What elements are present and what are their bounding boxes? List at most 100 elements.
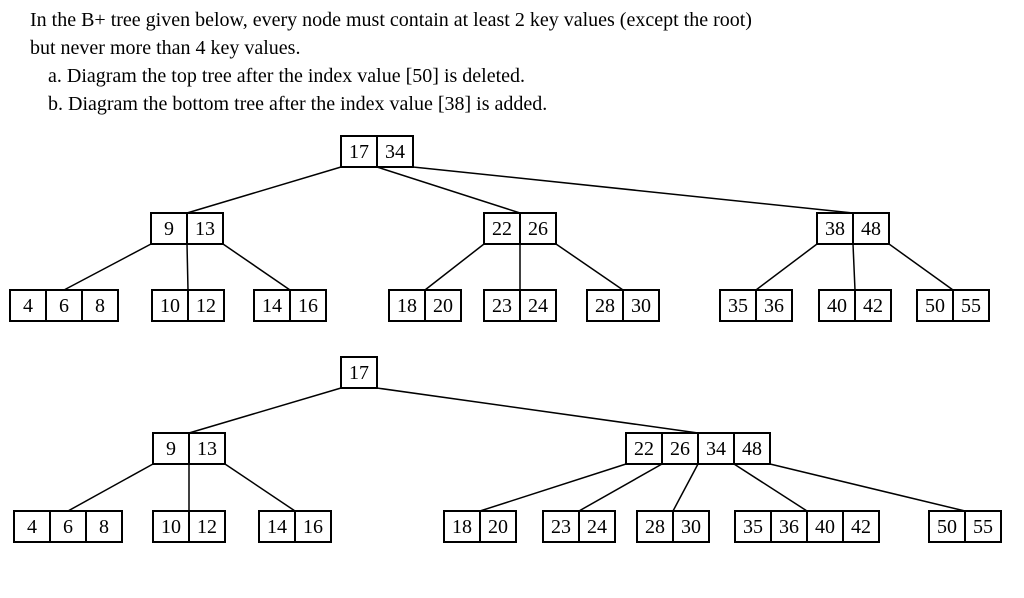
tree-edge xyxy=(578,463,663,512)
key-cell xyxy=(9,289,47,322)
key-cell xyxy=(424,289,462,322)
key-cell xyxy=(672,510,710,543)
key-value: 6 xyxy=(63,516,73,538)
tree-edges xyxy=(63,166,954,291)
key-cell xyxy=(622,289,660,322)
key-cell xyxy=(258,510,296,543)
key-value: 28 xyxy=(595,295,615,317)
key-cell xyxy=(483,212,521,245)
key-value: 16 xyxy=(303,516,323,538)
key-value: 55 xyxy=(961,295,981,317)
leaf-node: 14 16 xyxy=(258,510,332,543)
key-value: 35 xyxy=(743,516,763,538)
key-value: 12 xyxy=(196,295,216,317)
key-cell xyxy=(443,510,481,543)
key-cell xyxy=(85,510,123,543)
key-cell xyxy=(289,289,327,322)
key-value: 13 xyxy=(195,218,215,240)
root-node: 17 xyxy=(340,356,378,389)
key-cell xyxy=(483,289,521,322)
key-cell xyxy=(733,432,771,465)
key-value: 26 xyxy=(670,438,690,460)
tree-edge xyxy=(888,243,954,291)
tree-edge xyxy=(424,243,485,291)
key-value: 4 xyxy=(23,295,33,317)
key-value: 22 xyxy=(492,218,512,240)
key-value: 9 xyxy=(164,218,174,240)
key-value: 18 xyxy=(452,516,472,538)
key-value: 17 xyxy=(349,362,369,384)
key-cell xyxy=(818,289,856,322)
key-value: 36 xyxy=(779,516,799,538)
key-value: 23 xyxy=(551,516,571,538)
tree-edge xyxy=(852,243,856,291)
key-value: 22 xyxy=(634,438,654,460)
key-cell xyxy=(964,510,1002,543)
key-cell xyxy=(519,212,557,245)
tree-edge xyxy=(755,243,818,291)
key-value: 26 xyxy=(528,218,548,240)
key-value: 8 xyxy=(99,516,109,538)
key-cell xyxy=(187,289,225,322)
key-cell xyxy=(13,510,51,543)
leaf-node: 23 24 xyxy=(542,510,616,543)
key-value: 10 xyxy=(160,295,180,317)
key-cell xyxy=(952,289,990,322)
key-value: 10 xyxy=(161,516,181,538)
key-value: 9 xyxy=(166,438,176,460)
key-cell xyxy=(479,510,517,543)
question-item-b: b. Diagram the bottom tree after the ind… xyxy=(48,93,548,115)
key-value: 14 xyxy=(267,516,287,538)
tree-edges xyxy=(67,387,966,512)
tree-edge xyxy=(412,166,854,214)
key-cell xyxy=(188,510,226,543)
key-value: 42 xyxy=(851,516,871,538)
key-value: 18 xyxy=(397,295,417,317)
internal-node: 9 13 xyxy=(150,212,224,245)
tree-edge xyxy=(188,387,342,434)
key-value: 24 xyxy=(587,516,607,538)
key-cell xyxy=(542,510,580,543)
key-cell xyxy=(253,289,291,322)
key-cell xyxy=(81,289,119,322)
key-value: 34 xyxy=(385,141,405,163)
key-value: 20 xyxy=(488,516,508,538)
tree-edge xyxy=(224,463,296,512)
key-value: 20 xyxy=(433,295,453,317)
key-value: 23 xyxy=(492,295,512,317)
key-value: 50 xyxy=(925,295,945,317)
key-value: 50 xyxy=(937,516,957,538)
key-cell xyxy=(854,289,892,322)
key-value: 40 xyxy=(827,295,847,317)
key-cell xyxy=(388,289,426,322)
key-value: 34 xyxy=(706,438,726,460)
key-cell xyxy=(152,432,190,465)
tree-edge xyxy=(186,166,342,214)
key-cell xyxy=(755,289,793,322)
key-value: 35 xyxy=(728,295,748,317)
key-cell xyxy=(294,510,332,543)
key-cell xyxy=(151,289,189,322)
key-cell xyxy=(150,212,188,245)
tree-edge xyxy=(67,463,154,512)
key-value: 30 xyxy=(681,516,701,538)
key-cell xyxy=(842,510,880,543)
key-cell xyxy=(770,510,808,543)
key-value: 38 xyxy=(825,218,845,240)
tree-edge xyxy=(186,243,189,291)
